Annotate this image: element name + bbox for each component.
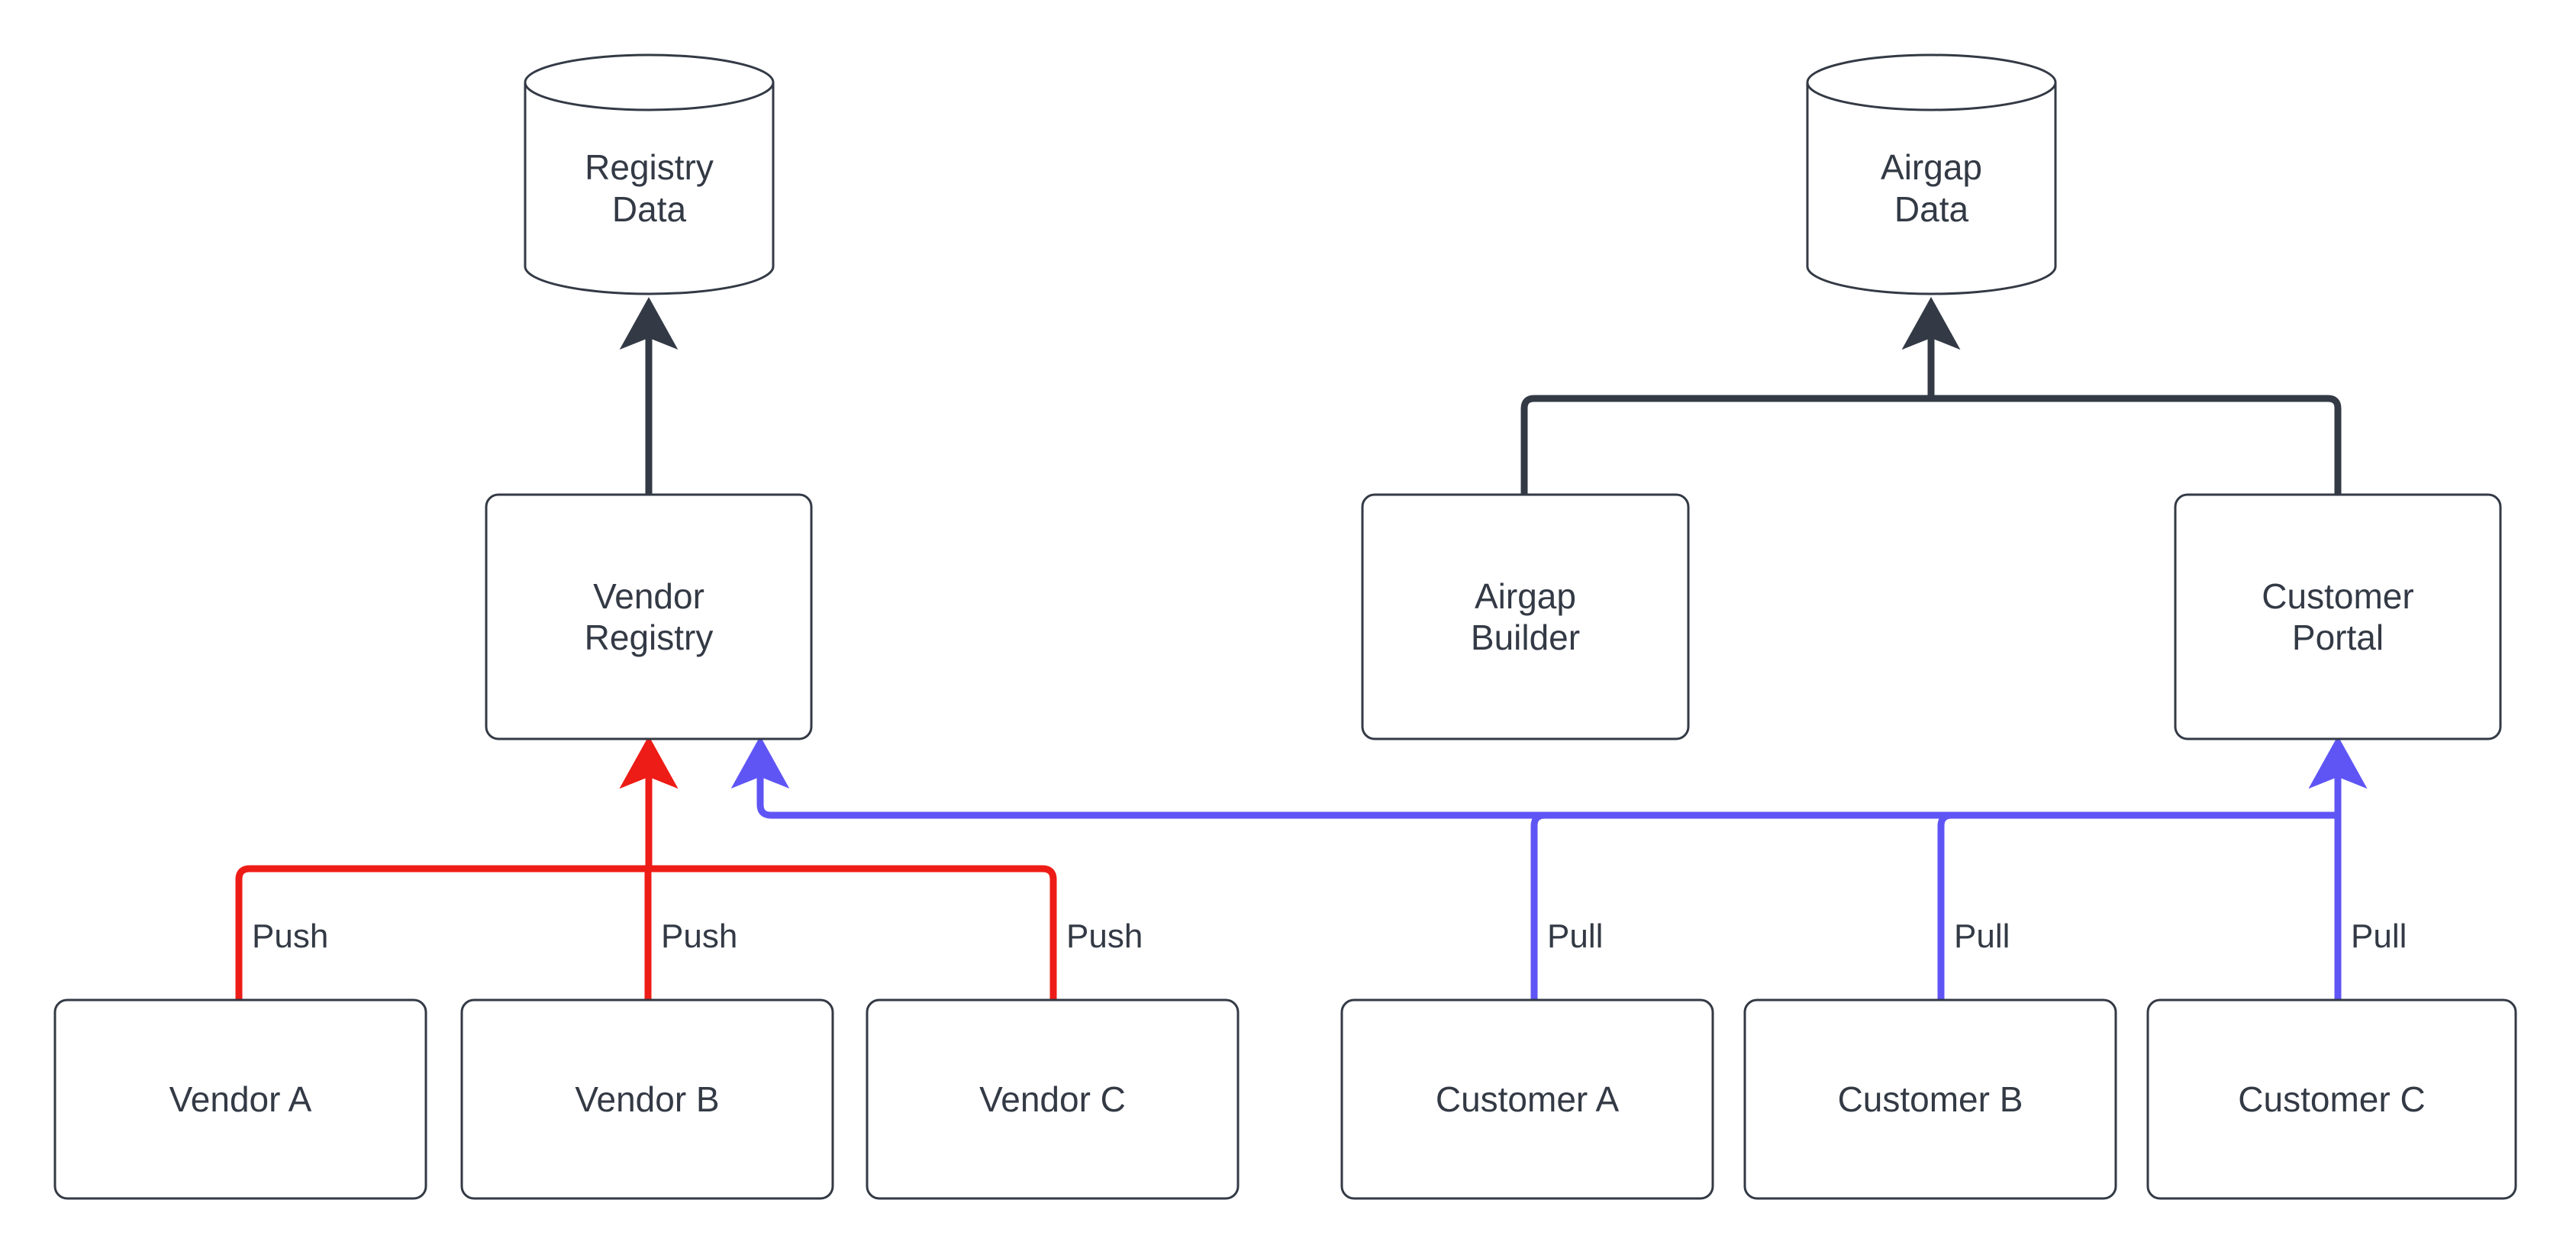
edge-vendor-c-push [619, 736, 1057, 1000]
edge-customer-portal-to-airgap-data [1901, 297, 2342, 496]
edge-airgap-builder-to-airgap-data [1520, 297, 1961, 496]
node-vendor-registry[interactable] [485, 493, 813, 740]
node-airgap-builder[interactable] [1361, 493, 1690, 740]
edge-customer-b-pull [1937, 736, 2368, 1000]
node-customer-c[interactable] [2146, 998, 2517, 1200]
edge-customer-a-pull [1530, 736, 2368, 1000]
node-registry-data[interactable] [524, 53, 775, 295]
edge-label-pull-customer-c: Pull [2351, 918, 2407, 955]
node-vendor-b[interactable] [460, 998, 834, 1200]
edge-vendor-a-push [235, 736, 679, 1000]
edge-label-push-vendor-a: Push [252, 918, 329, 955]
node-airgap-data[interactable] [1806, 53, 2057, 295]
edge-label-pull-customer-a: Pull [1547, 918, 1604, 955]
node-vendor-c[interactable] [866, 998, 1240, 1200]
edge-layer [235, 297, 2368, 1000]
edge-label-push-vendor-b: Push [661, 918, 738, 955]
node-customer-portal[interactable] [2174, 493, 2502, 740]
node-vendor-a[interactable] [53, 998, 427, 1200]
edge-pull-trunk-to-vendor-registry [730, 736, 2338, 819]
node-customer-a[interactable] [1340, 998, 1714, 1200]
edge-label-pull-customer-b: Pull [1954, 918, 2010, 955]
node-customer-b[interactable] [1743, 998, 2117, 1200]
edge-label-push-vendor-c: Push [1066, 918, 1143, 955]
node-layer [53, 53, 2517, 1200]
